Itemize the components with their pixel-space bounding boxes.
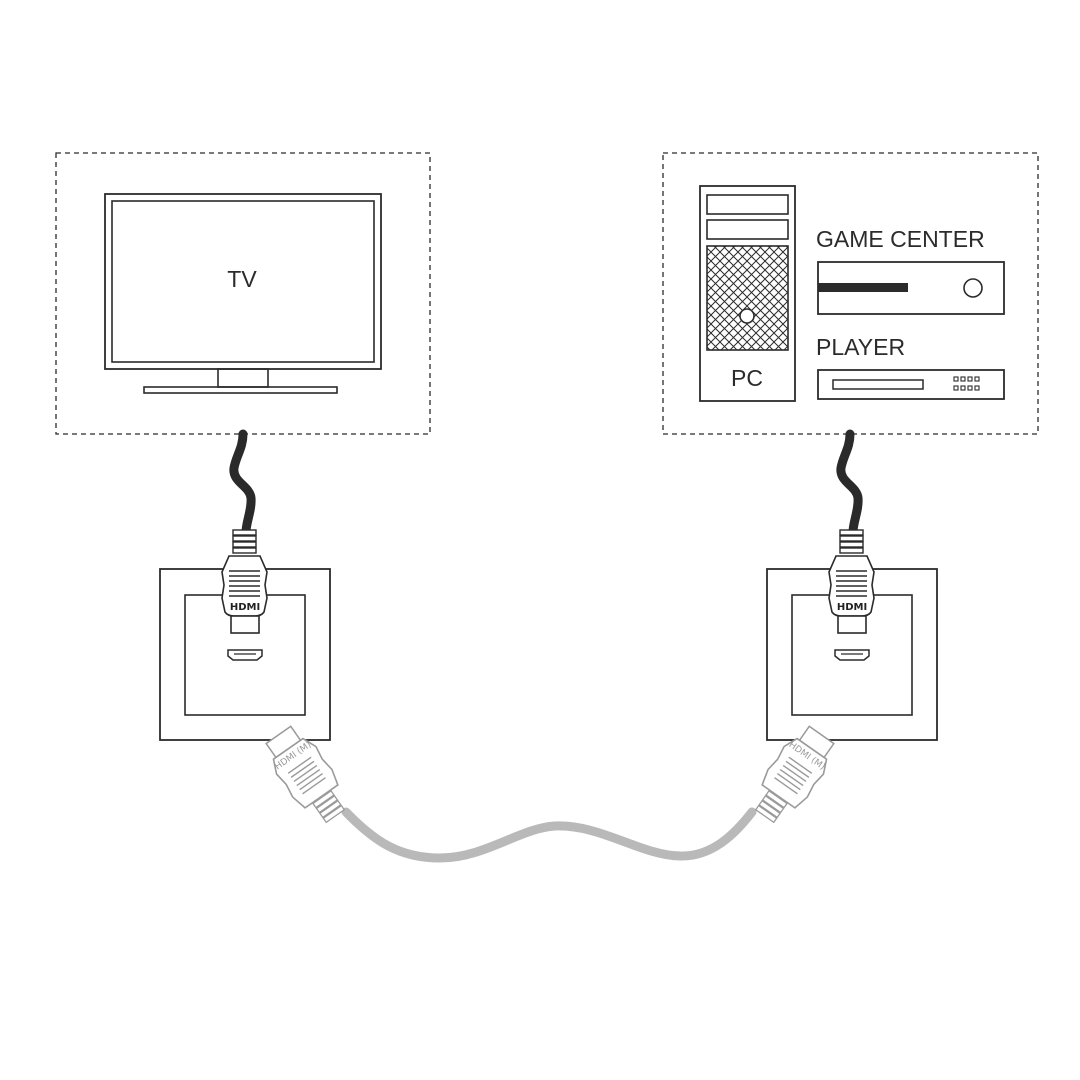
source-hdmi-cable xyxy=(836,429,863,537)
tv-label: TV xyxy=(227,266,257,292)
tv-icon xyxy=(104,193,382,394)
pc-label: PC xyxy=(731,365,763,391)
game-console-icon xyxy=(817,261,1005,315)
left-hdmi-plug-icon xyxy=(221,529,268,634)
hdmi-port-icon xyxy=(834,649,870,661)
source-group-dashed-frame xyxy=(662,152,1039,435)
tv-group: TV xyxy=(55,152,431,435)
wall-hdmi-cable xyxy=(341,807,757,863)
left-wall-cable-plug-icon: HDMI (M) xyxy=(265,725,346,824)
left-hdmi-plug-label: HDMI xyxy=(230,602,260,613)
right-hdmi-plug-icon xyxy=(828,529,875,634)
tv-hdmi-cable xyxy=(229,429,256,537)
hdmi-port-icon xyxy=(227,649,263,661)
player-label: PLAYER xyxy=(816,334,905,360)
media-player-icon xyxy=(817,369,1005,400)
game-center-label: GAME CENTER xyxy=(816,226,985,252)
right-wall-cable-plug-icon: HDMI (M) xyxy=(754,725,835,824)
pc-tower-icon xyxy=(699,185,796,402)
right-hdmi-plug-label: HDMI xyxy=(837,602,867,613)
source-group: PC GAME CENTER PLAYER xyxy=(662,152,1039,435)
left-wall-plate xyxy=(159,568,331,741)
right-wall-plate xyxy=(766,568,938,741)
